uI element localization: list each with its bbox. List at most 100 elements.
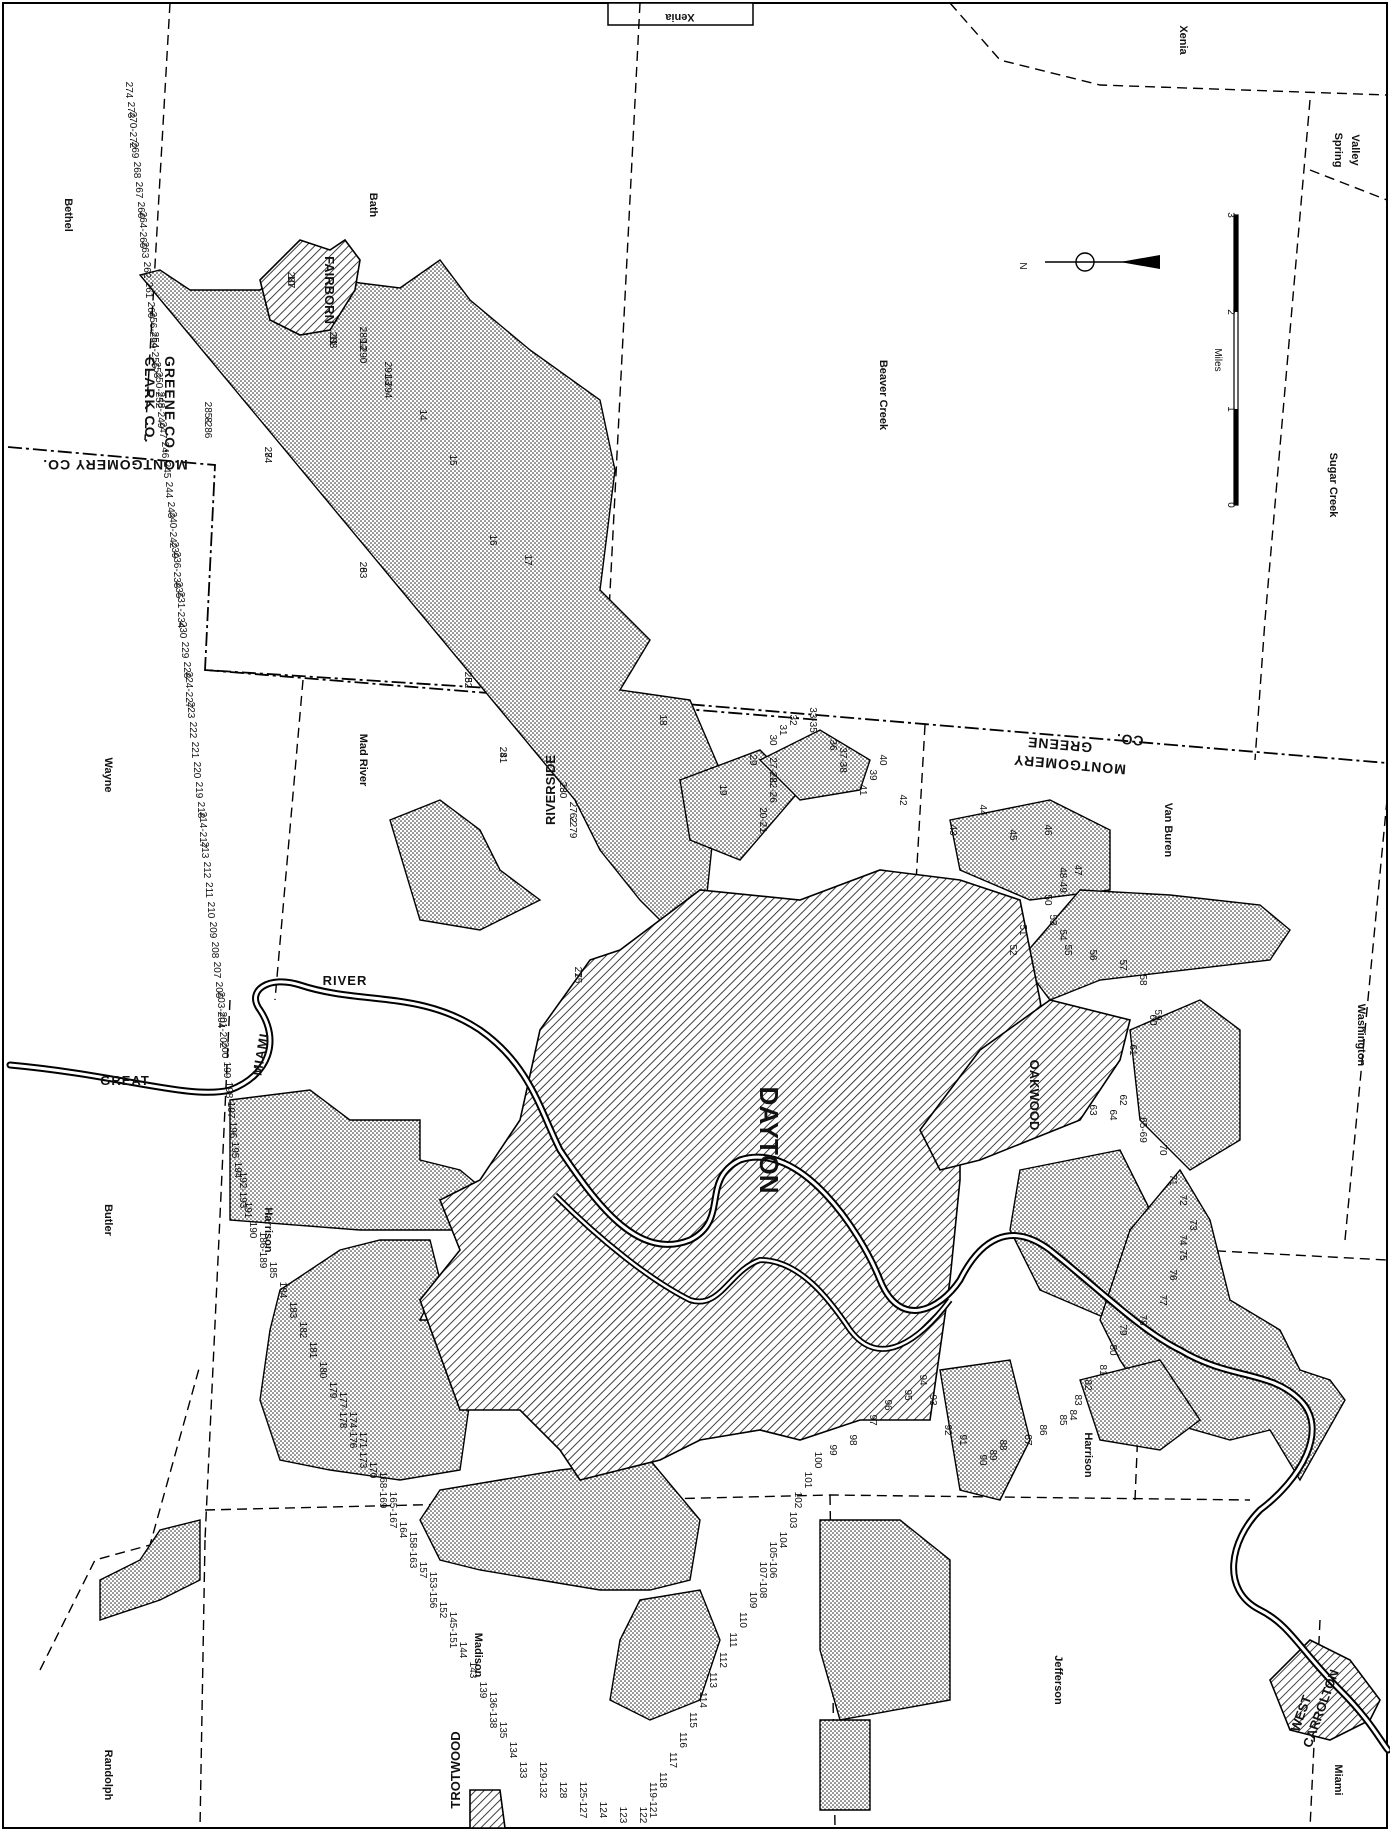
township-mad-river: Mad River xyxy=(357,734,369,787)
county-greene-north: GREENE CO. xyxy=(162,356,178,454)
annexation-label: 119-121 xyxy=(647,1782,658,1818)
annexation-label: 143 xyxy=(467,1662,478,1679)
river-label-miami: MIAMI xyxy=(249,1032,271,1077)
dayton-area xyxy=(419,869,1051,1481)
annexation-label: 98 xyxy=(847,1434,858,1446)
annexation-label: 37-38 xyxy=(837,747,848,773)
annexation-label: 208 xyxy=(209,942,220,959)
township-van-buren: Van Buren xyxy=(1162,803,1174,858)
annexation-label: 145-151 xyxy=(447,1612,458,1649)
annexation-label: 12 xyxy=(357,339,368,351)
annexation-label: 248-249 xyxy=(155,392,166,429)
county-greene-east: GREENE xyxy=(1026,734,1092,756)
annexation-label: 31 xyxy=(777,724,788,736)
annexation-label: 14 xyxy=(417,409,428,421)
annexation-label: 205 xyxy=(213,982,224,999)
annexation-label: 280 xyxy=(557,782,568,799)
fairborn-area xyxy=(259,238,361,336)
annexation-label: 19 xyxy=(717,784,728,796)
annexation-label: 256-259 xyxy=(147,312,158,349)
annexation-label: 276-279 xyxy=(567,802,578,839)
annexation-label: 41 xyxy=(857,784,868,796)
annexation-label: 186-189 xyxy=(257,1232,268,1269)
annexation-label: 96 xyxy=(882,1399,893,1411)
annexation-label: 6 xyxy=(357,567,368,573)
annexation-label: 194 xyxy=(232,1162,243,1179)
township-labels: Xenia Xenia Bethel Bath Beaver Creek Spr… xyxy=(62,11,1367,1801)
annexation-label: 79 xyxy=(1117,1324,1128,1336)
annexation-label: 110 xyxy=(737,1612,748,1628)
annexation-label: 123 xyxy=(617,1807,628,1824)
annexation-label: 53 xyxy=(1047,914,1058,926)
scale-title: Miles xyxy=(1212,348,1223,371)
annexation-label: 64 xyxy=(1107,1109,1118,1121)
annexation-label: 185 xyxy=(267,1262,278,1279)
annexation-label: 77 xyxy=(1157,1294,1168,1306)
annexation-label: 118 xyxy=(657,1772,668,1788)
xenia-inset-box xyxy=(607,2,754,26)
annexation-label: 285-286 xyxy=(202,402,213,439)
annexation-label: 16 xyxy=(487,534,498,546)
township-wayne: Wayne xyxy=(102,757,114,792)
annexation-label: 218 xyxy=(195,802,206,819)
annexation-label: 223 xyxy=(185,702,196,719)
annexation-label: 235 xyxy=(173,582,184,599)
annexation-label: 81 xyxy=(1097,1364,1108,1376)
annexation-label: 207 xyxy=(211,962,222,979)
annexation-label: 230 xyxy=(177,622,188,639)
annexation-label: 102 xyxy=(792,1492,803,1509)
annexation-label: 116 xyxy=(677,1732,688,1748)
township-sugar-creek: Sugar Creek xyxy=(1327,453,1339,519)
annexation-label: 177-178 xyxy=(337,1392,348,1429)
annexation-label: 7 xyxy=(262,452,273,458)
annexation-label: 174-176 xyxy=(347,1412,358,1449)
annexation-label: 191 xyxy=(242,1202,253,1219)
annexed-territory xyxy=(99,259,1346,1811)
county-co-east: CO. xyxy=(1115,731,1144,749)
scale-tick-2: 2 xyxy=(1225,309,1236,315)
township-harrison-south: Harrison xyxy=(1082,1432,1094,1478)
annexation-label: 50 xyxy=(1042,894,1053,906)
annexation-label: 261 xyxy=(143,282,154,299)
annexation-label: 4 xyxy=(497,752,508,758)
annexation-label: 269 xyxy=(129,142,140,159)
annexation-label: 11 xyxy=(327,335,338,346)
annexation-label: 125-127 xyxy=(577,1782,588,1819)
annexation-label: 13 xyxy=(382,374,393,386)
annexation-label: 18 xyxy=(657,714,668,726)
annexation-label: 263 xyxy=(139,242,150,259)
annexation-label: 51 xyxy=(1017,924,1028,936)
annexation-label: 158-163 xyxy=(407,1532,418,1569)
scale-tick-3: 3 xyxy=(1225,212,1236,218)
annexation-label: 228 xyxy=(181,662,192,679)
annexation-label: 100 xyxy=(812,1452,823,1469)
annexation-label: 247 xyxy=(157,422,168,439)
annexation-label: 153-156 xyxy=(427,1572,438,1609)
annexation-label: 190 xyxy=(247,1222,258,1239)
city-fairborn: FAIRBORN xyxy=(322,256,337,324)
annexation-label: 39 xyxy=(867,769,878,781)
annexation-label: 103 xyxy=(787,1512,798,1529)
annexation-label: 55 xyxy=(1062,944,1073,956)
annexation-label: 164 xyxy=(397,1522,408,1539)
annexation-label: 52 xyxy=(1007,944,1018,956)
annexation-label: 97 xyxy=(867,1414,878,1426)
annexation-label: 8 xyxy=(202,417,213,423)
annexation-label: 2 xyxy=(567,817,578,823)
annexation-label: 283 xyxy=(357,562,368,579)
township-washington: Washington xyxy=(1355,1004,1367,1067)
annexation-label: 284 xyxy=(262,447,273,464)
annexation-label: 135 xyxy=(497,1722,508,1739)
annexation-label: 139 xyxy=(477,1682,488,1699)
annexation-label: 91 xyxy=(957,1434,968,1446)
annexation-label: 239 xyxy=(169,542,180,559)
annexation-label: 60 xyxy=(1147,1014,1158,1026)
city-riverside: RIVERSIDE xyxy=(543,755,558,825)
annexation-label: 74 xyxy=(1177,1234,1188,1246)
annexation-label: 27-28 xyxy=(767,757,778,783)
trotwood-area xyxy=(469,1789,506,1829)
annexation-label: 157 xyxy=(417,1562,428,1579)
annexation-label: 219 xyxy=(193,782,204,799)
annexation-label: 75 xyxy=(1177,1249,1188,1261)
